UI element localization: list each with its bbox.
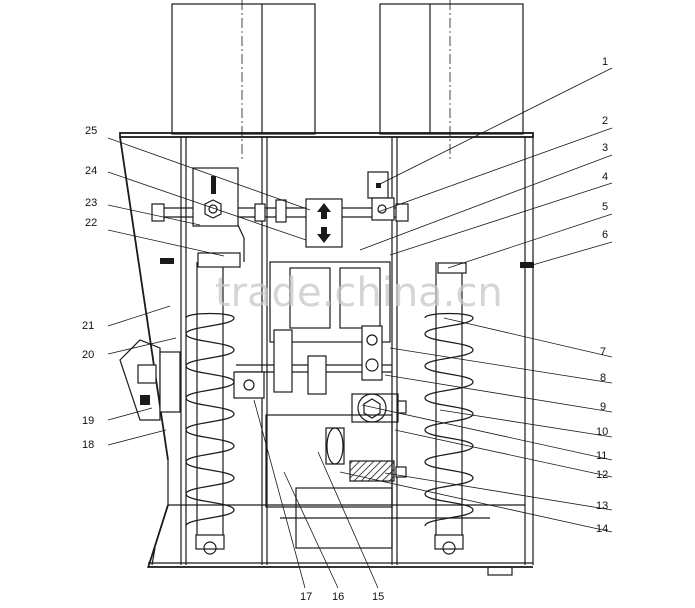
callout-25: 25	[85, 125, 97, 137]
hatched-block	[349, 460, 407, 482]
callout-14: 14	[596, 523, 608, 535]
callout-9: 9	[600, 401, 606, 413]
callout-10: 10	[596, 426, 608, 438]
top-right-bracket	[367, 171, 395, 221]
callout-12: 12	[596, 469, 608, 481]
callout-1: 1	[602, 56, 608, 68]
callout-8: 8	[600, 372, 606, 384]
callout-15: 15	[372, 591, 384, 603]
callout-7: 7	[600, 346, 606, 358]
upper-shaft	[151, 199, 409, 223]
callout-17: 17	[300, 591, 312, 603]
watermark: trade.china.cn	[215, 270, 503, 316]
callout-19: 19	[82, 415, 94, 427]
left-auxiliary-device	[119, 339, 181, 421]
callout-3: 3	[602, 142, 608, 154]
updown-indicator-box	[305, 198, 343, 248]
closing-spring-left	[185, 262, 235, 555]
arrow-up-icon	[317, 203, 331, 219]
callout-21: 21	[82, 320, 94, 332]
arrow-down-icon	[317, 227, 331, 243]
callout-11: 11	[596, 450, 607, 462]
callout-5: 5	[602, 201, 608, 213]
callout-24: 24	[85, 165, 97, 177]
callout-2: 2	[602, 115, 608, 127]
callout-16: 16	[332, 591, 344, 603]
callout-13: 13	[596, 500, 608, 512]
lower-motor	[265, 414, 490, 549]
close-symbol-icon	[211, 176, 216, 194]
interrupter-pole-right	[379, 0, 524, 160]
interrupter-pole-left	[171, 0, 316, 160]
callout-6: 6	[602, 229, 608, 241]
callout-22: 22	[85, 217, 97, 229]
callout-23: 23	[85, 197, 97, 209]
callout-4: 4	[602, 171, 608, 183]
callout-labels: 1 2 3 4 5 6 7 8 9 10 11 12 13 14 15 16 1…	[82, 56, 608, 603]
leader-lines	[107, 67, 613, 589]
bearing-nut	[351, 393, 407, 423]
spring-top-brackets	[160, 252, 534, 274]
close-indicator-box	[192, 167, 245, 262]
closing-spring-right	[424, 262, 474, 555]
callout-18: 18	[82, 439, 94, 451]
central-mechanism	[233, 261, 392, 399]
callout-20: 20	[82, 349, 94, 361]
